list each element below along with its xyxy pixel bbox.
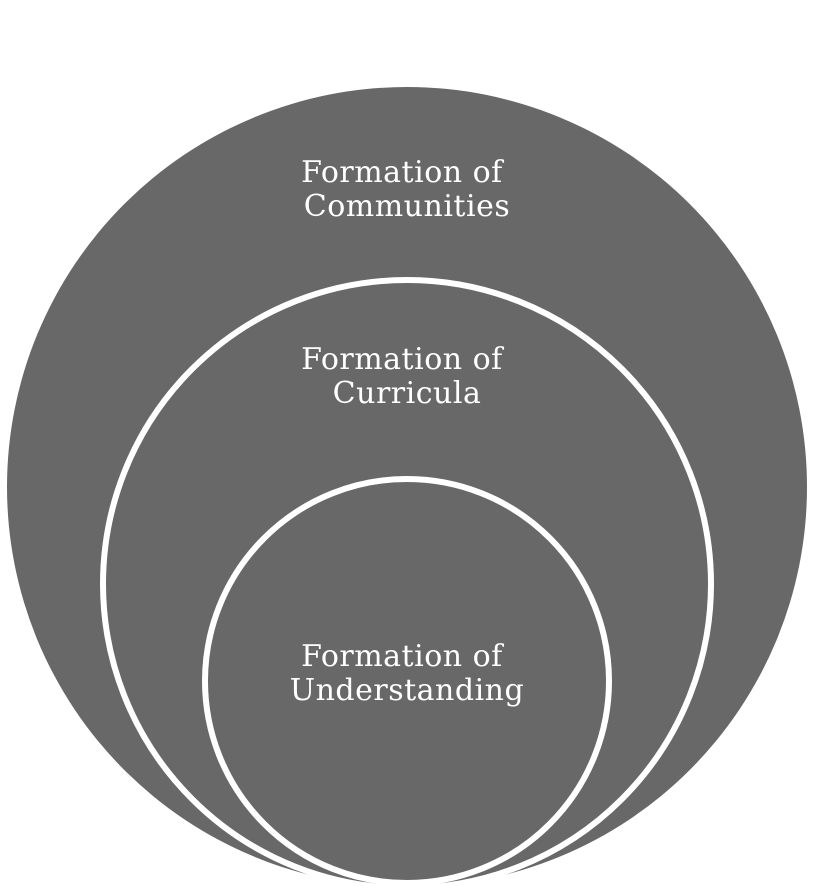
middle-circle-label-line1: Formation of [301,342,504,377]
inner-circle-label-line2: Understanding [290,673,524,708]
outer-circle-label: Formation of Communities [301,155,513,224]
outer-circle-label-line2: Communities [304,189,510,224]
middle-circle-label: Formation of Curricula [301,342,513,411]
inner-circle [202,476,612,886]
middle-circle-label-line2: Curricula [333,376,482,411]
inner-circle-label: Formation of Understanding [290,639,524,708]
outer-circle-label-line1: Formation of [301,155,504,190]
inner-circle-label-line1: Formation of [301,639,504,674]
